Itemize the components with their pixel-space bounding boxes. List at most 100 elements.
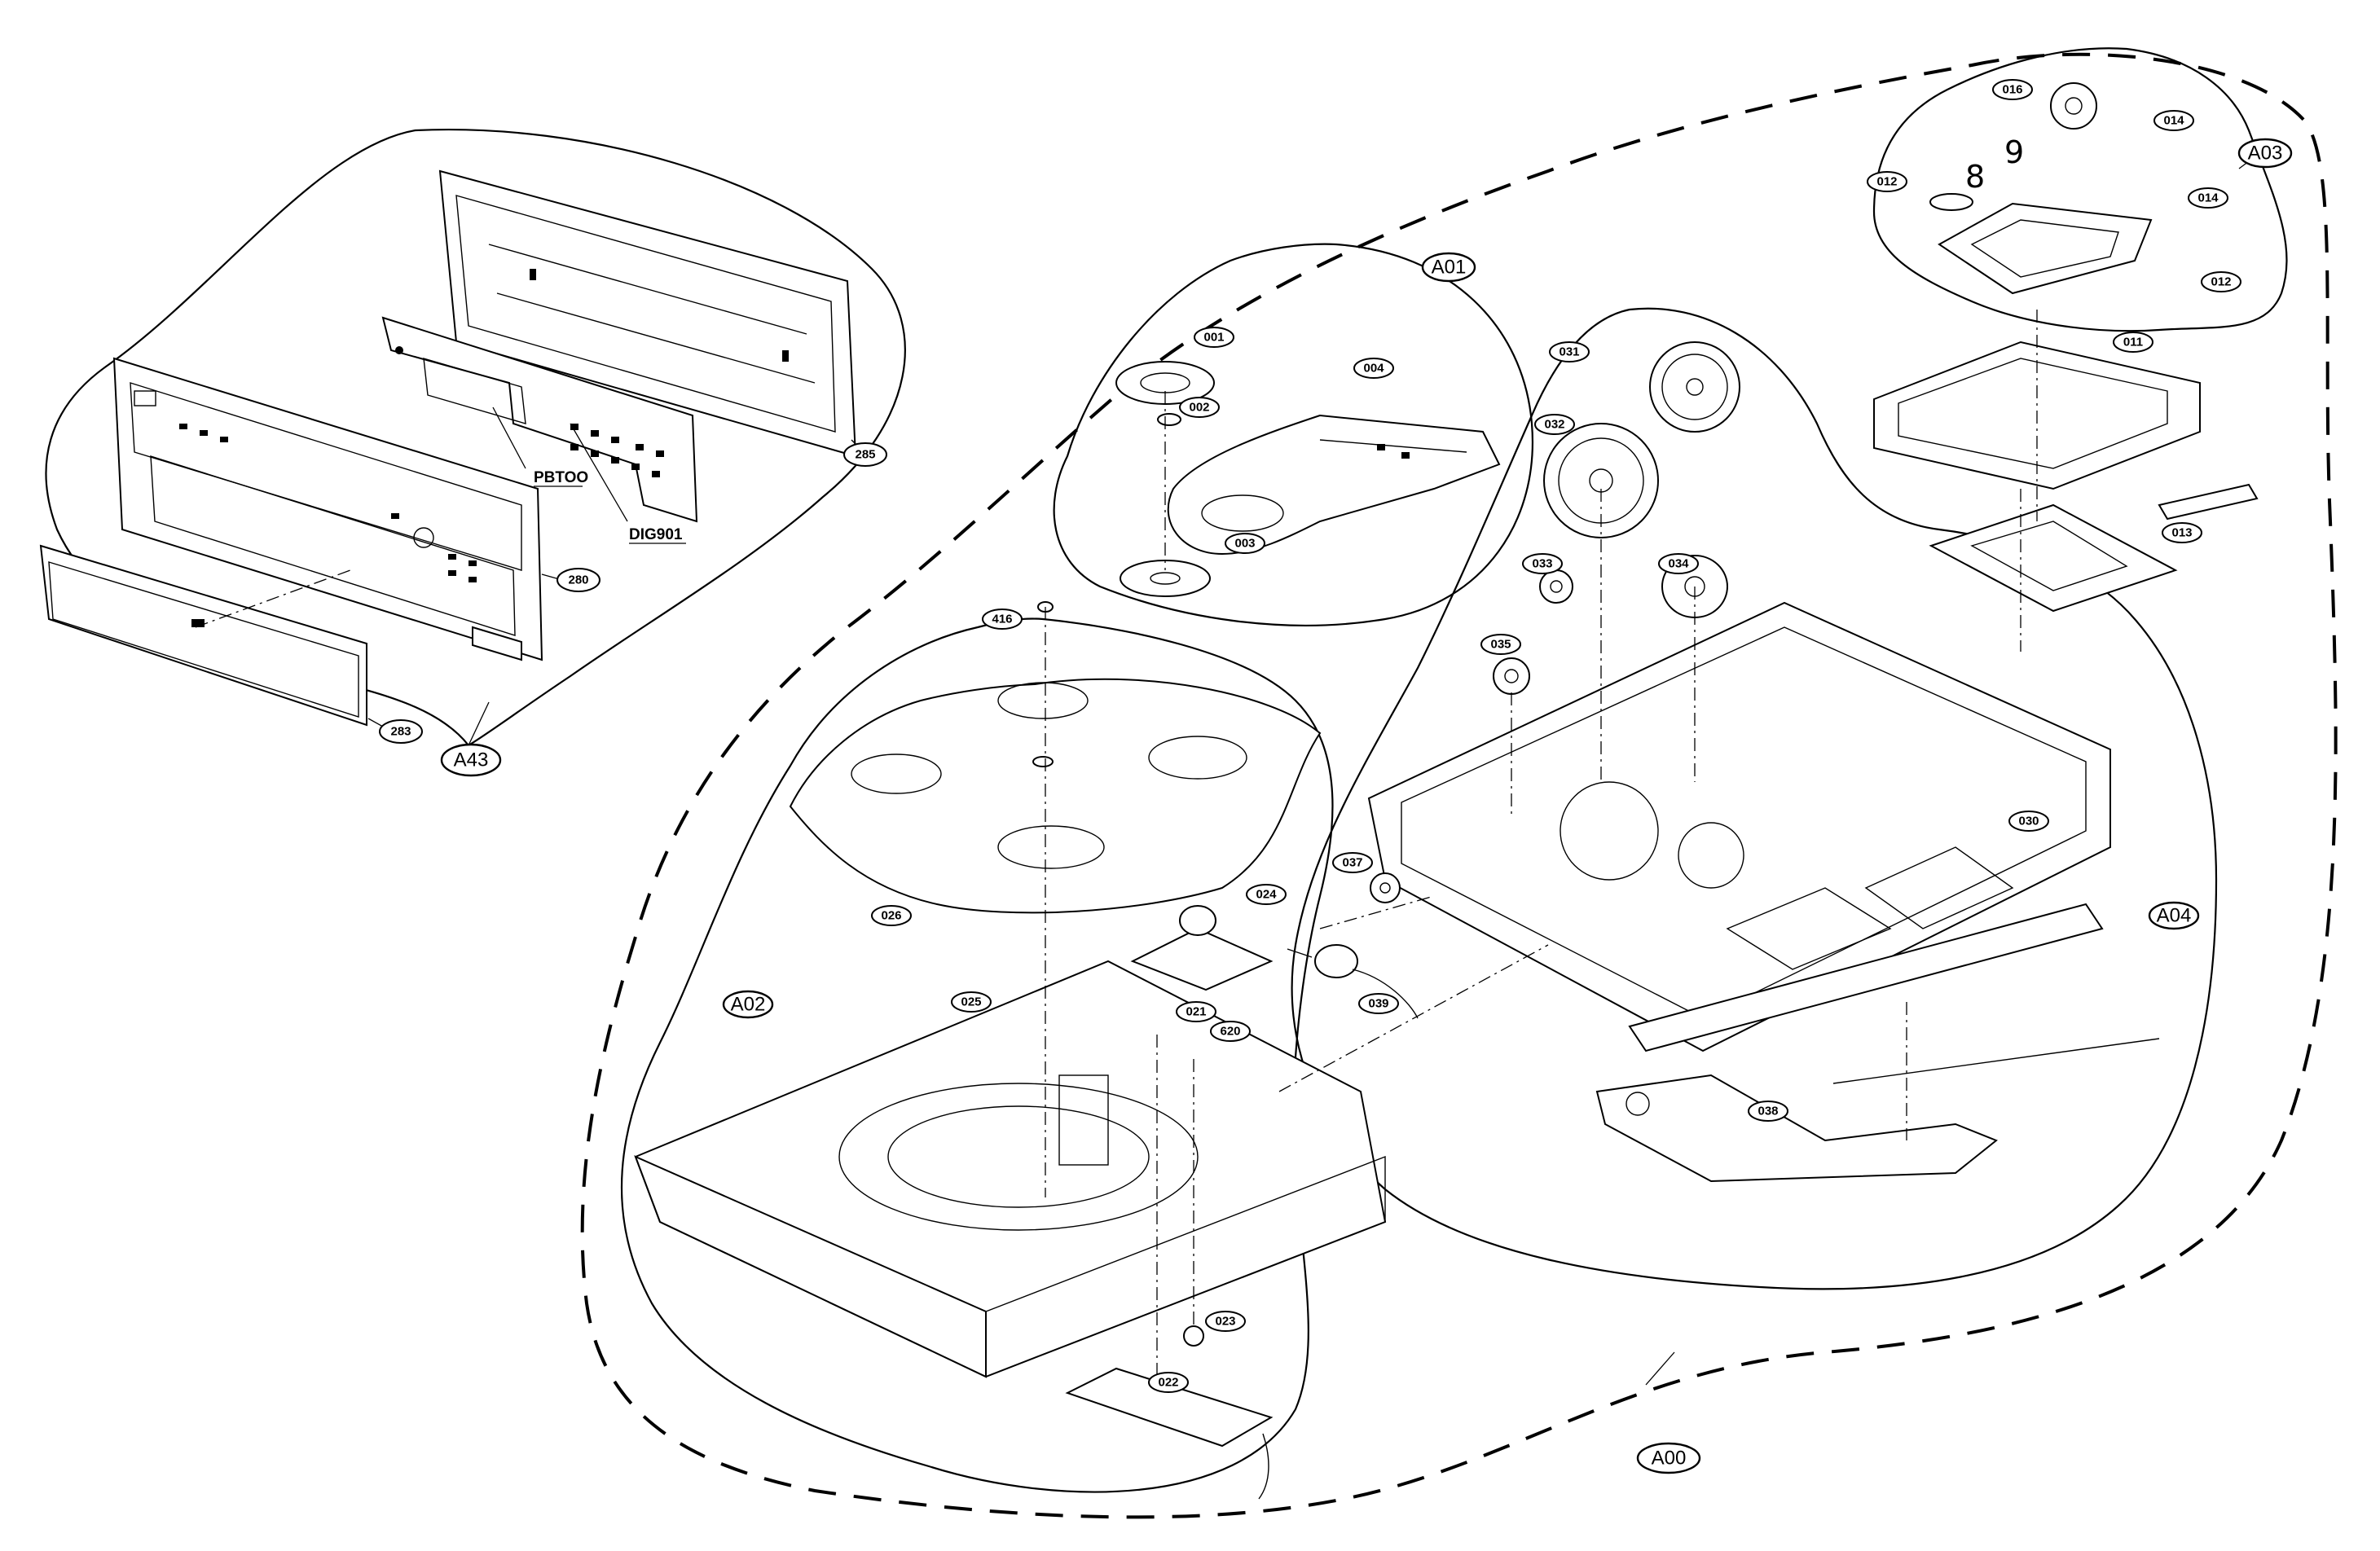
callout-032: 032: [1534, 414, 1575, 435]
svg-text:038: 038: [1758, 1105, 1778, 1118]
part-003-clamp: [1120, 560, 1211, 597]
part-022-board: [1065, 1367, 1274, 1500]
part-030-chassis: [1367, 601, 2111, 1052]
board-labels: PBTOO DIG901 8 9: [534, 134, 2024, 544]
callout-002: 002: [1179, 397, 1220, 418]
svg-text:A03: A03: [2248, 143, 2283, 165]
label-dig901: DIG901: [629, 526, 683, 543]
svg-text:037: 037: [1342, 856, 1362, 870]
svg-text:023: 023: [1215, 1315, 1235, 1329]
callout-003: 003: [1225, 533, 1265, 554]
part-026-turntable: [789, 678, 1322, 914]
callout-001: 001: [1194, 327, 1234, 348]
callout-416: 416: [982, 609, 1023, 630]
callout-012-a: 012: [1867, 171, 1907, 192]
svg-text:A01: A01: [1432, 257, 1467, 279]
svg-text:A04: A04: [2157, 905, 2192, 927]
callout-283: 283: [379, 719, 423, 744]
callout-014-a: 014: [2153, 110, 2194, 131]
svg-text:620: 620: [1220, 1025, 1240, 1039]
callout-037: 037: [1332, 852, 1373, 873]
callout-023: 023: [1205, 1311, 1246, 1332]
svg-text:A02: A02: [731, 994, 766, 1016]
part-031-gear: [1649, 341, 1740, 433]
part-025-tray: [634, 960, 1387, 1378]
part-039-motor: [1287, 944, 1419, 1019]
handwritten-8: 8: [1965, 159, 1985, 195]
part-024-bracket: [1130, 905, 1274, 991]
svg-text:016: 016: [2002, 83, 2022, 97]
part-285-top-frame: [438, 169, 857, 458]
part-035-gear: [1493, 657, 1530, 695]
part-037-gear: [1370, 872, 1401, 903]
tag-a00: A00: [1636, 1442, 1701, 1474]
mechanism-parts: [1287, 341, 2160, 1183]
svg-text:012: 012: [2211, 275, 2231, 289]
callout-025: 025: [951, 991, 992, 1013]
part-004-arm: [1167, 414, 1501, 556]
svg-text:011: 011: [2123, 336, 2143, 349]
svg-text:025: 025: [961, 995, 981, 1009]
svg-text:014: 014: [2163, 114, 2184, 128]
handwritten-9: 9: [2004, 134, 2024, 170]
front-panel-parts: [39, 169, 857, 727]
svg-text:004: 004: [1363, 362, 1384, 376]
svg-text:416: 416: [992, 613, 1012, 626]
svg-text:035: 035: [1490, 638, 1511, 652]
callout-038: 038: [1748, 1101, 1788, 1122]
svg-text:002: 002: [1189, 401, 1209, 415]
callout-620: 620: [1210, 1021, 1251, 1042]
callout-026: 026: [871, 905, 912, 926]
outline-a01: [1053, 243, 1534, 626]
svg-text:014: 014: [2197, 191, 2219, 205]
svg-text:280: 280: [568, 573, 588, 587]
callout-030: 030: [2008, 811, 2049, 832]
svg-text:022: 022: [1158, 1376, 1178, 1390]
label-pbt00: PBTOO: [534, 469, 588, 486]
svg-text:A00: A00: [1652, 1448, 1687, 1470]
svg-text:013: 013: [2171, 526, 2192, 540]
part-023-knob: [1183, 1325, 1204, 1347]
callout-024: 024: [1246, 884, 1287, 905]
part-pickup-sled: [1938, 202, 2153, 295]
part-016-gear: [2050, 82, 2097, 130]
svg-text:A43: A43: [454, 749, 489, 771]
callout-011: 011: [2113, 332, 2153, 353]
callout-039: 039: [1358, 993, 1399, 1014]
panel-buttons: [179, 424, 477, 582]
part-283-bar: [39, 544, 367, 727]
svg-text:032: 032: [1544, 418, 1564, 432]
callout-033: 033: [1522, 553, 1563, 574]
part-013-plate: [1929, 503, 2178, 613]
tag-a03: A03: [2237, 138, 2293, 169]
callout-034: 034: [1658, 553, 1699, 574]
callout-016: 016: [1992, 79, 2033, 100]
outline-a02: [620, 617, 1334, 1493]
part-032-gear: [1543, 423, 1659, 538]
tray-parts: [634, 601, 1387, 1500]
part-callouts: 001 002 003 004 011 012 012 013 014 014 …: [379, 79, 2241, 1393]
center-lines: [195, 310, 2038, 1385]
tag-a02: A02: [722, 990, 774, 1019]
tag-a43: A43: [440, 743, 502, 777]
part-038-board: [1595, 1038, 2160, 1183]
part-slide-rail: [1628, 903, 2104, 1052]
callout-012-b: 012: [2201, 271, 2241, 292]
outline-a43: [45, 129, 906, 747]
callout-285: 285: [843, 442, 887, 467]
pickup-parts: [1873, 82, 2259, 613]
assembly-tags: A00 A01 A02 A03 A04 A43: [440, 138, 2293, 1474]
outline-a04: [1291, 307, 2218, 1290]
part-033-gear: [1539, 569, 1573, 604]
callout-004: 004: [1353, 358, 1394, 379]
callout-035: 035: [1480, 634, 1521, 655]
callout-021: 021: [1176, 1001, 1216, 1022]
part-display-board: [381, 316, 698, 523]
svg-text:012: 012: [1876, 175, 1897, 189]
callout-022: 022: [1148, 1372, 1189, 1393]
svg-text:026: 026: [881, 909, 901, 923]
svg-text:003: 003: [1234, 537, 1255, 551]
svg-text:034: 034: [1668, 557, 1689, 571]
tag-a01: A01: [1421, 252, 1476, 283]
svg-text:030: 030: [2018, 815, 2039, 828]
